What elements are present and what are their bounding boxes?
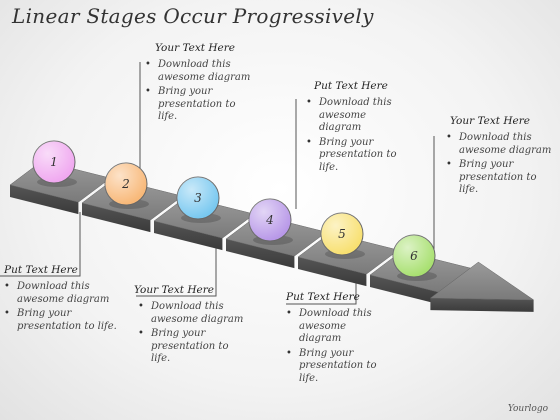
stage-ball-4: 4 bbox=[248, 198, 293, 245]
stage-ball-6: 6 bbox=[392, 234, 437, 281]
text-box-title: Your Text Here bbox=[155, 42, 235, 54]
bullet-item: Download this awesome diagram bbox=[4, 281, 122, 306]
stage-ball-3: 3 bbox=[176, 176, 221, 223]
text-box-title: Put Text Here bbox=[314, 80, 388, 92]
text-box-5: Put Text Here Download this awesome diag… bbox=[286, 291, 386, 387]
bullet-list: Download this awesome diagram Bring your… bbox=[306, 97, 406, 174]
bullet-list: Download this awesome diagram Bring your… bbox=[138, 301, 246, 366]
text-box-title: Your Text Here bbox=[450, 115, 530, 127]
bullet-item: Download this awesome diagram bbox=[306, 97, 406, 135]
text-box-title: Put Text Here bbox=[286, 291, 360, 303]
stage-balls: 1 2 3 4 5 6 bbox=[32, 140, 437, 281]
stage-number: 4 bbox=[265, 213, 274, 227]
bullet-item: Download this awesome diagram bbox=[145, 59, 257, 84]
text-box-title: Put Text Here bbox=[4, 264, 78, 276]
stage-number: 3 bbox=[194, 191, 202, 205]
stage-ball-2: 2 bbox=[104, 162, 149, 209]
stage-number: 1 bbox=[50, 155, 58, 169]
bullet-list: Download this awesome diagram Bring your… bbox=[446, 132, 552, 197]
stage-number: 2 bbox=[121, 177, 130, 191]
text-box-2: Your Text Here Download this awesome dia… bbox=[145, 42, 257, 126]
text-box-6: Your Text Here Download this awesome dia… bbox=[446, 115, 552, 199]
stage-ball-1: 1 bbox=[32, 140, 77, 187]
bullet-item: Download this awesome diagram bbox=[138, 301, 246, 326]
text-box-3: Your Text Here Download this awesome dia… bbox=[134, 284, 246, 368]
arrow-head bbox=[429, 261, 535, 312]
text-box-4: Put Text Here Download this awesome diag… bbox=[306, 80, 406, 176]
bullet-item: Download this awesome diagram bbox=[286, 308, 386, 346]
bullet-list: Download this awesome diagram Bring your… bbox=[4, 281, 122, 333]
bullet-item: Bring your presentation to life. bbox=[4, 308, 122, 333]
connector-line bbox=[0, 212, 81, 277]
text-box-title: Your Text Here bbox=[134, 284, 214, 296]
bullet-item: Bring your presentation to life. bbox=[138, 328, 246, 366]
bullet-item: Bring your presentation to life. bbox=[306, 137, 406, 175]
bullet-item: Bring your presentation to life. bbox=[286, 348, 386, 386]
bullet-item: Bring your presentation to life. bbox=[446, 159, 552, 197]
bullet-list: Download this awesome diagram Bring your… bbox=[286, 308, 386, 385]
bullet-item: Bring your presentation to life. bbox=[145, 86, 257, 124]
page-title: Linear Stages Occur Progressively bbox=[12, 4, 374, 28]
stage-number: 5 bbox=[338, 227, 346, 241]
text-box-1: Put Text Here Download this awesome diag… bbox=[4, 264, 122, 335]
stage-ball-5: 5 bbox=[320, 212, 365, 259]
stage-number: 6 bbox=[410, 249, 418, 263]
bullet-item: Download this awesome diagram bbox=[446, 132, 552, 157]
footer-logo-text: Yourlogo bbox=[507, 404, 548, 414]
bullet-list: Download this awesome diagram Bring your… bbox=[145, 59, 257, 124]
